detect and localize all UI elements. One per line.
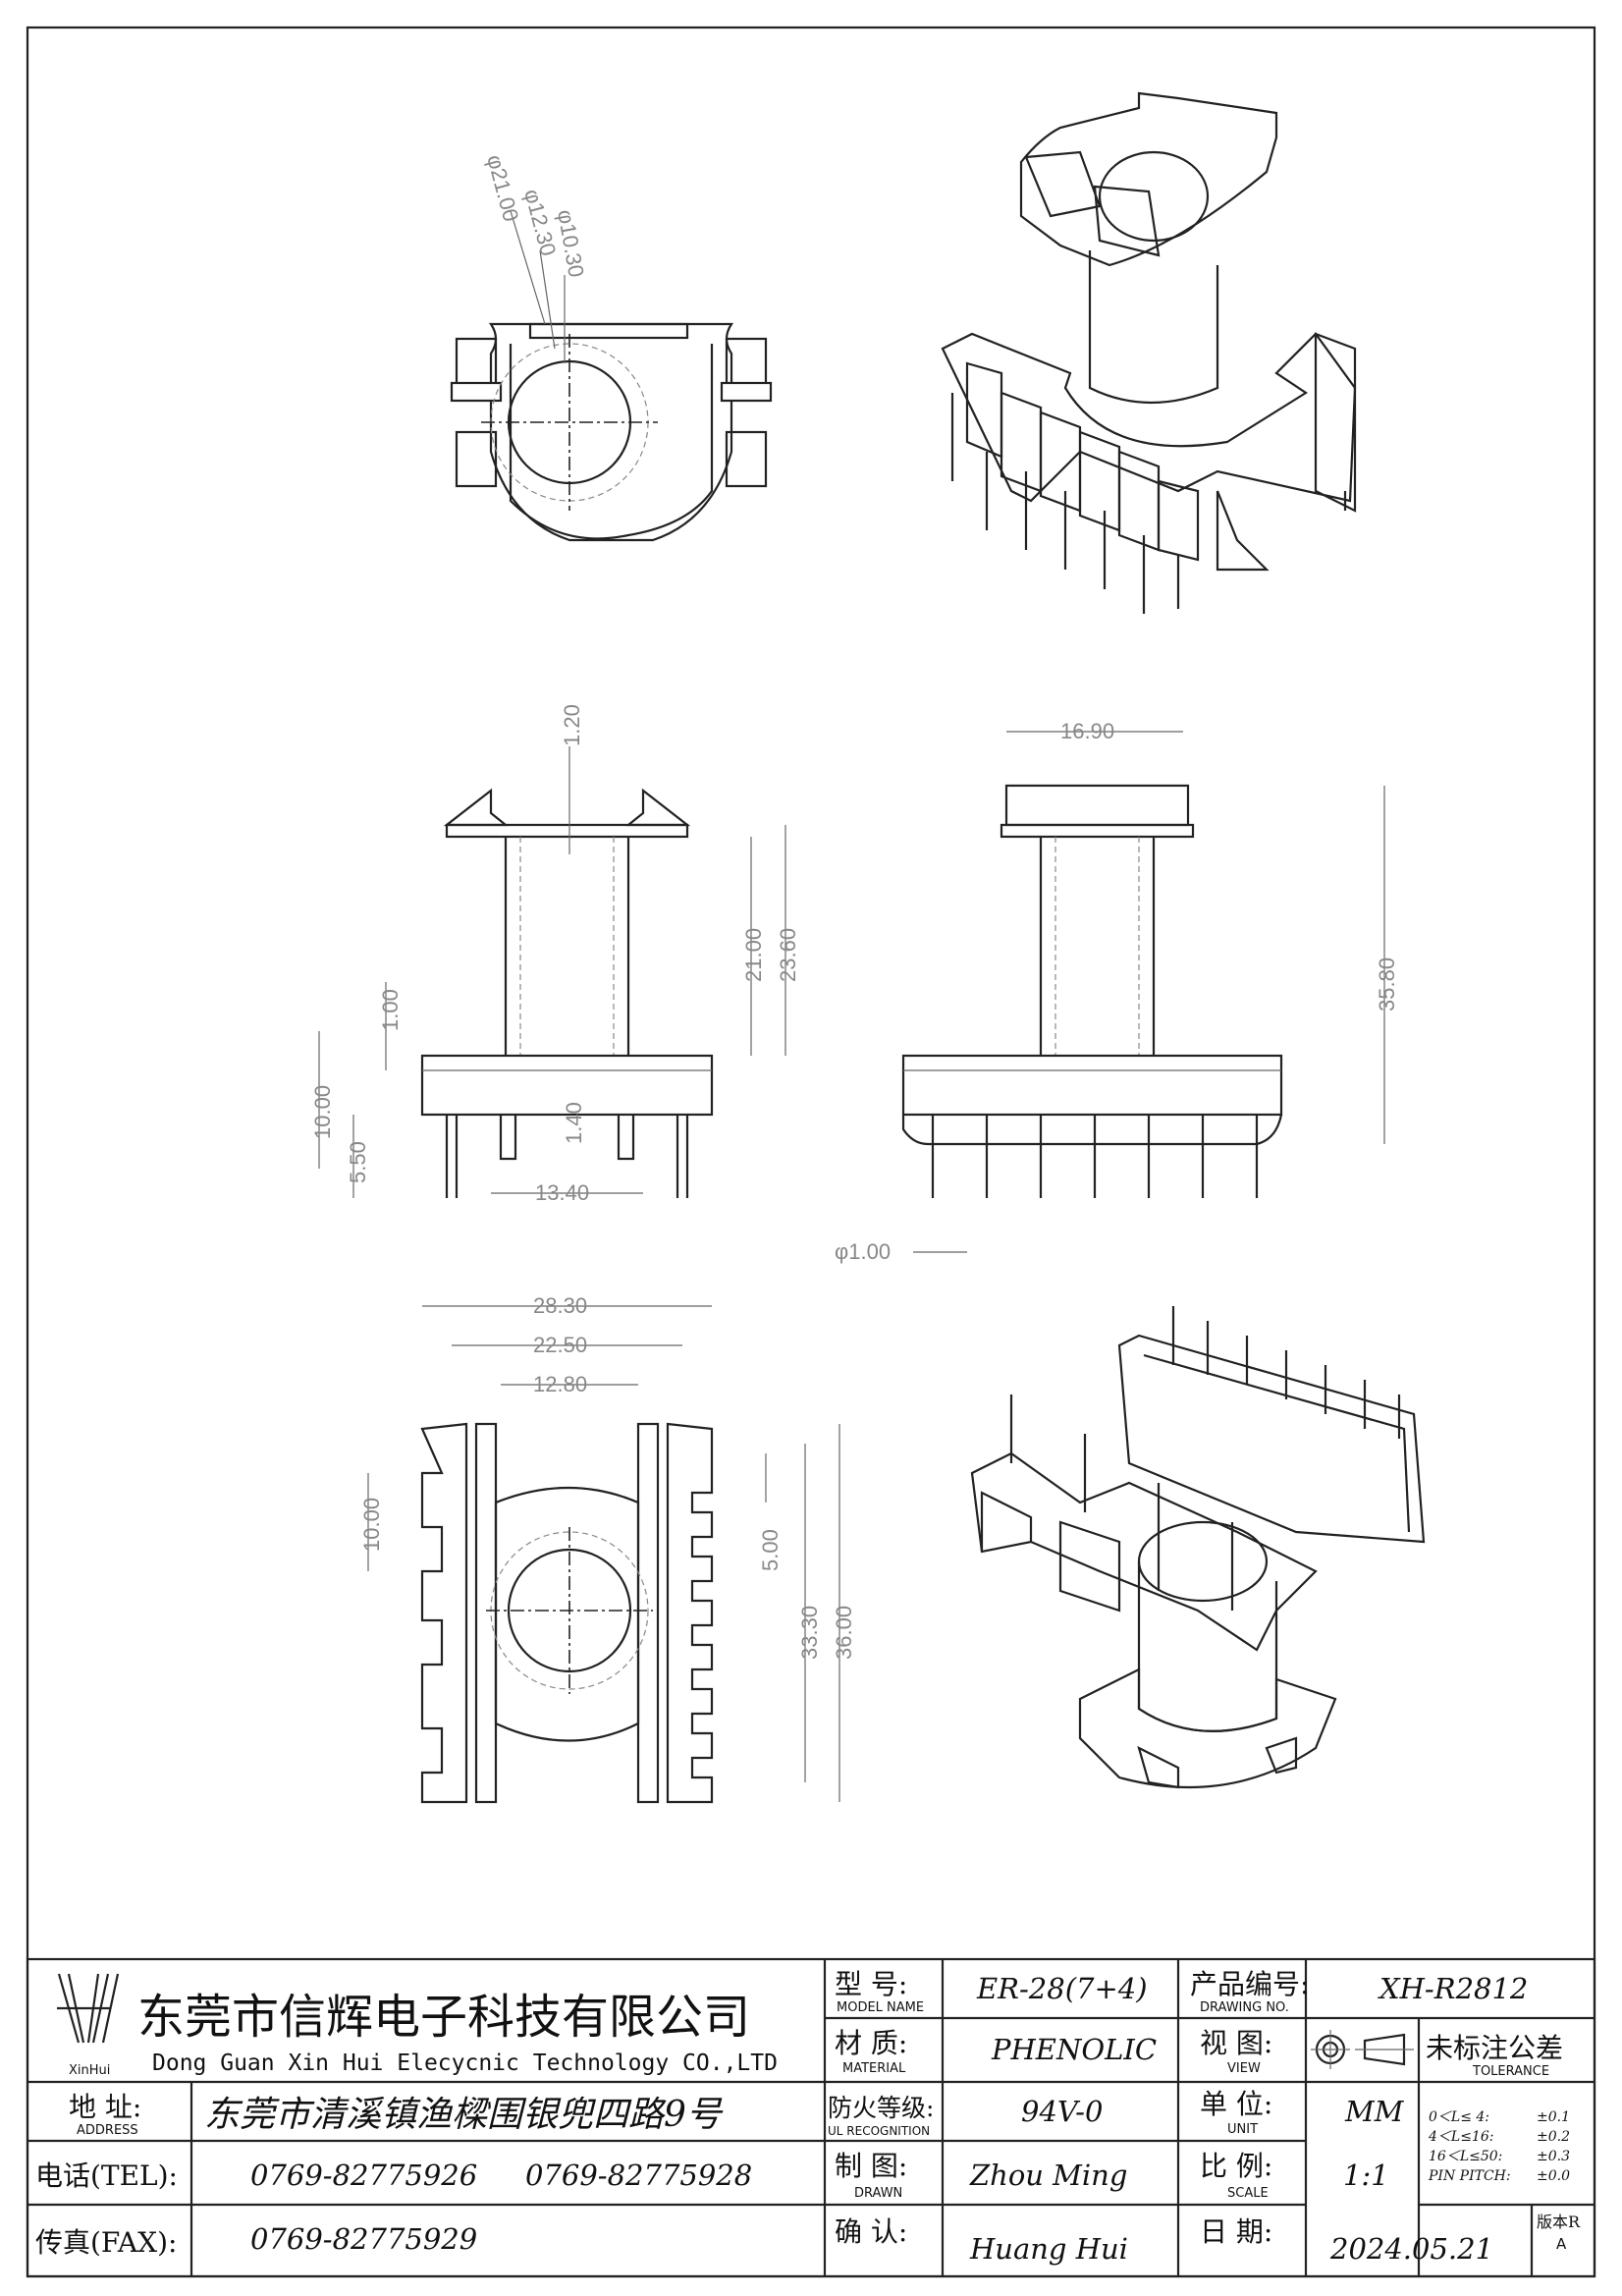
scale-label-en: SCALE xyxy=(1227,2186,1269,2201)
confirm-value: Huang Hui xyxy=(969,2232,1128,2266)
dim-front-1: 1.20 xyxy=(560,704,584,746)
date-label: 日 期: xyxy=(1200,2215,1272,2248)
tolerance-value-3: ±0.3 xyxy=(1537,2149,1570,2164)
scale-label: 比 例: xyxy=(1200,2150,1272,2182)
tolerance-value-1: ±0.1 xyxy=(1537,2109,1570,2125)
dim-front-5: 10.00 xyxy=(310,1085,335,1139)
drawn-label-en: DRAWN xyxy=(854,2186,902,2201)
dim-side-3: φ1.00 xyxy=(835,1239,891,1264)
product-no-value: XH-R2812 xyxy=(1378,1972,1528,2005)
unit-label: 单 位: xyxy=(1200,2088,1272,2120)
address-label: 地 址: xyxy=(69,2091,141,2123)
dim-top-1: φ21.00 xyxy=(482,152,523,224)
dim-bottom-3: 12.80 xyxy=(533,1372,587,1396)
bottom-view: 28.30 22.50 12.80 10.00 5.00 33.30 36.00 xyxy=(359,1293,856,1804)
model-value: ER-28(7+4) xyxy=(976,1972,1148,2005)
material-label: 材 质: xyxy=(835,2027,907,2059)
iso-view-bottom xyxy=(970,1306,1426,1789)
tel-label: 电话(TEL): xyxy=(35,2159,178,2192)
fire-rating-label-en: UL RECOGNITION xyxy=(828,2124,930,2138)
dim-bottom-4: 10.00 xyxy=(359,1498,384,1552)
version-value: A xyxy=(1556,2235,1567,2253)
fax-value: 0769-82775929 xyxy=(250,2222,477,2256)
dim-front-6: 5.50 xyxy=(346,1141,370,1183)
version-label: 版本R xyxy=(1537,2213,1581,2231)
sheet-border xyxy=(26,26,1596,2278)
model-label: 型 号: xyxy=(835,1968,907,2000)
model-label-en: MODEL NAME xyxy=(837,2000,924,2015)
tel-value-2: 0769-82775928 xyxy=(525,2159,752,2192)
company-name-en: Dong Guan Xin Hui Elecycnic Technology C… xyxy=(152,2050,778,2076)
dim-bottom-5: 5.00 xyxy=(758,1529,783,1571)
fax-label: 传真(FAX): xyxy=(35,2226,177,2259)
fire-rating-value: 94V-0 xyxy=(1021,2095,1103,2128)
tolerance-value-2: ±0.2 xyxy=(1537,2129,1570,2145)
tolerance-range-3: 16＜L≤50: xyxy=(1429,2149,1502,2164)
tolerance-value-4: ±0.0 xyxy=(1537,2168,1570,2184)
dim-side-1: 16.90 xyxy=(1060,719,1114,743)
material-label-en: MATERIAL xyxy=(842,2061,906,2076)
scale-value: 1:1 xyxy=(1343,2159,1389,2192)
address-value: 东莞市清溪镇渔樑围银兜四路9号 xyxy=(204,2095,724,2135)
unit-label-en: UNIT xyxy=(1227,2122,1258,2137)
drawn-label: 制 图: xyxy=(835,2150,907,2182)
dim-front-8: 13.40 xyxy=(535,1180,589,1205)
company-logo: XinHui xyxy=(57,1973,120,2078)
iso-view-top xyxy=(941,91,1357,614)
projection-symbol-icon xyxy=(1311,2030,1414,2069)
dim-front-7: 1.40 xyxy=(562,1102,586,1144)
dim-bottom-2: 22.50 xyxy=(533,1333,587,1357)
dim-bottom-6: 33.30 xyxy=(797,1606,822,1660)
front-view: 1.20 21.00 23.60 1.00 10.00 5.50 1.40 13… xyxy=(310,704,800,1205)
dim-bottom-1: 28.30 xyxy=(533,1293,587,1318)
top-view: φ21.00 φ12.30 φ10.30 xyxy=(450,152,773,542)
tolerance-range-4: PIN PITCH: xyxy=(1428,2168,1511,2184)
company-name-cn: 东莞市信辉电子科技有限公司 xyxy=(137,1990,750,2045)
tolerance-label: 未标注公差 xyxy=(1426,2032,1563,2064)
dim-side-2: 35.80 xyxy=(1375,957,1399,1011)
tolerance-label-en: TOLERANCE xyxy=(1472,2064,1549,2079)
tel-value-1: 0769-82775926 xyxy=(250,2159,477,2192)
side-view: 16.90 35.80 φ1.00 xyxy=(835,719,1399,1264)
dim-front-4: 1.00 xyxy=(378,989,403,1031)
tolerance-range-2: 4＜L≤16: xyxy=(1428,2129,1493,2145)
product-no-label: 产品编号: xyxy=(1190,1968,1309,2000)
unit-value: MM xyxy=(1344,2095,1405,2128)
dim-front-2: 21.00 xyxy=(741,928,766,982)
view-label-en: VIEW xyxy=(1227,2061,1261,2076)
view-label: 视 图: xyxy=(1200,2027,1272,2059)
address-label-en: ADDRESS xyxy=(77,2123,138,2138)
logo-text: XinHui xyxy=(69,2063,110,2078)
drawn-value: Zhou Ming xyxy=(969,2159,1127,2192)
date-value: 2024.05.21 xyxy=(1329,2232,1493,2266)
title-block: XinHui 东莞市信辉电子科技有限公司 Dong Guan Xin Hui E… xyxy=(26,1957,1596,2278)
confirm-label: 确 认: xyxy=(835,2215,907,2248)
product-no-label-en: DRAWING NO. xyxy=(1200,2000,1289,2015)
fire-rating-label: 防火等级: xyxy=(828,2094,934,2122)
dim-top-2: φ12.30 xyxy=(519,187,561,258)
material-value: PHENOLIC xyxy=(991,2033,1157,2066)
tolerance-range-1: 0＜L≤ 4: xyxy=(1429,2109,1489,2125)
dim-bottom-7: 36.00 xyxy=(832,1606,856,1660)
dim-front-3: 23.60 xyxy=(776,928,800,982)
